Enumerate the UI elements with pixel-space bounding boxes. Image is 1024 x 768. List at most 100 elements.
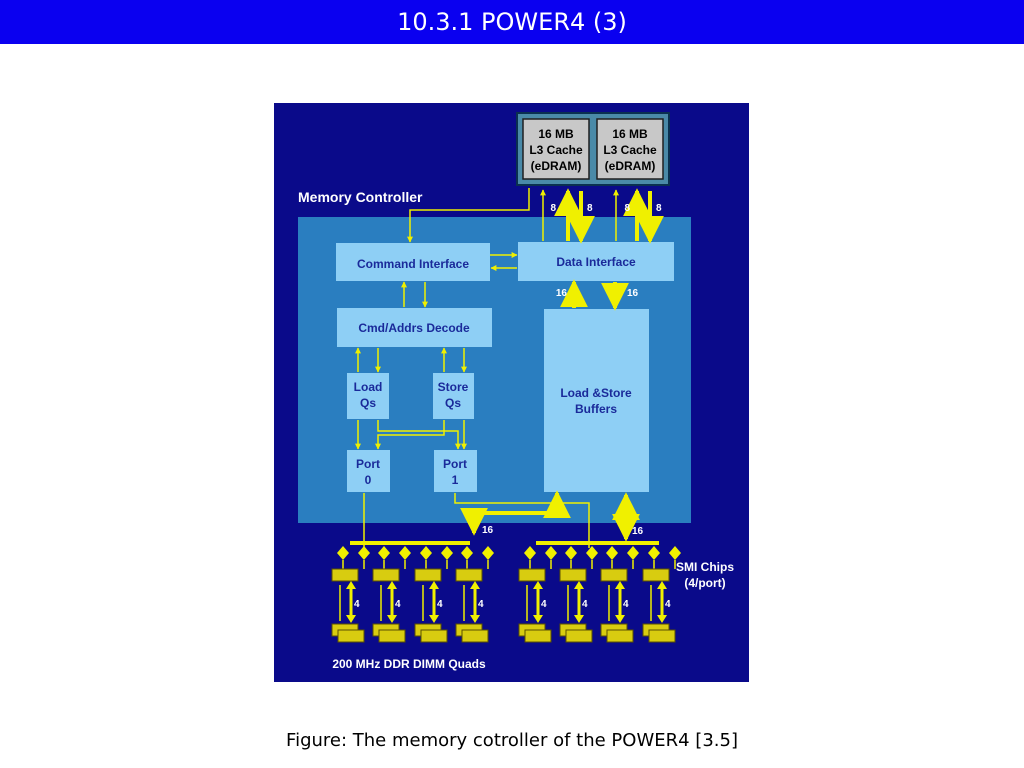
- buffers-line2: Buffers: [575, 402, 617, 416]
- l3-cache-right: [596, 118, 664, 180]
- smi-chip-1: [331, 568, 359, 582]
- bus-width-l3-right-b: 8: [656, 203, 662, 214]
- dimm-arrow-down-8: [657, 615, 667, 623]
- bus-width-dimm-1: 4: [354, 599, 360, 610]
- store-qs-block: [433, 373, 474, 419]
- dimm-module-front-3: [420, 629, 448, 643]
- figure-caption: Figure: The memory cotroller of the POWE…: [286, 730, 738, 751]
- l3-cache-right-line3: (eDRAM): [605, 159, 656, 173]
- dimm-arrow-up-5: [533, 581, 543, 589]
- port1-line1: Port: [443, 457, 467, 471]
- load-qs-line2: Qs: [360, 396, 376, 410]
- dimm-module-front-6: [565, 629, 593, 643]
- bus-width-dimm-2: 4: [395, 599, 401, 610]
- port0-line2: 0: [365, 473, 372, 487]
- bus-width-l3-left-a: 8: [550, 203, 556, 214]
- memory-controller-label: Memory Controller: [298, 189, 423, 205]
- command-interface-label: Command Interface: [357, 257, 469, 271]
- bus-width-dimm-5: 4: [541, 599, 547, 610]
- bus-width-l3-left-b: 8: [587, 203, 593, 214]
- smi-chips-line2: (4/port): [684, 576, 725, 590]
- smi-connector-left-2: [378, 546, 390, 560]
- slide-title: 10.3.1 POWER4 (3): [0, 0, 1024, 44]
- dimm-arrow-down-3: [429, 615, 439, 623]
- smi-connector-left-3: [420, 546, 432, 560]
- dimm-module-front-7: [606, 629, 634, 643]
- smi-chip-4: [455, 568, 483, 582]
- smi-connector-right-4: [482, 546, 494, 560]
- smi-connector-right-8: [669, 546, 681, 560]
- smi-connector-right-5: [545, 546, 557, 560]
- port1-block: [434, 450, 477, 492]
- dimm-arrow-up-4: [470, 581, 480, 589]
- data-interface-label: Data Interface: [556, 255, 636, 269]
- smi-connector-left-5: [524, 546, 536, 560]
- bus-width-dimm-7: 4: [623, 599, 629, 610]
- bus-width-dimm-3: 4: [437, 599, 443, 610]
- memory-controller-diagram: 16 MB L3 Cache (eDRAM) 16 MB L3 Cache (e…: [274, 103, 749, 682]
- store-qs-line2: Qs: [445, 396, 461, 410]
- smi-chip-5: [518, 568, 546, 582]
- l3-cache-left-line2: L3 Cache: [529, 143, 583, 157]
- dimm-arrow-down-7: [615, 615, 625, 623]
- dimm-arrow-down-4: [470, 615, 480, 623]
- smi-chip-6: [559, 568, 587, 582]
- dimm-module-front-5: [524, 629, 552, 643]
- load-qs-line1: Load: [354, 380, 383, 394]
- smi-chips-group: [331, 546, 681, 582]
- smi-chip-2: [372, 568, 400, 582]
- smi-chip-8: [642, 568, 670, 582]
- smi-chip-7: [600, 568, 628, 582]
- dimm-quads-group: [331, 581, 676, 643]
- bus-width-port: 16: [482, 525, 494, 536]
- buffers-line1: Load &Store: [560, 386, 632, 400]
- load-qs-block: [347, 373, 389, 419]
- command-interface-block: [336, 243, 490, 281]
- bus-width-l3-right-a: 8: [624, 203, 630, 214]
- bus-width-buffer: 16: [632, 526, 644, 537]
- smi-connector-right-2: [399, 546, 411, 560]
- smi-connector-right-3: [441, 546, 453, 560]
- dimm-arrow-down-1: [346, 615, 356, 623]
- smi-connector-left-8: [648, 546, 660, 560]
- smi-connector-left-1: [337, 546, 349, 560]
- smi-connector-left-7: [606, 546, 618, 560]
- l3-cache-left: [522, 118, 590, 180]
- dimm-module-front-8: [648, 629, 676, 643]
- cmd-addrs-decode-block: [337, 308, 492, 347]
- port1-line2: 1: [452, 473, 459, 487]
- dimm-arrow-down-5: [533, 615, 543, 623]
- cmd-addrs-decode-label: Cmd/Addrs Decode: [358, 321, 470, 335]
- bus-width-di-down: 16: [627, 288, 639, 299]
- bus-width-dimm-6: 4: [582, 599, 588, 610]
- dimm-arrow-up-2: [387, 581, 397, 589]
- data-buses: [350, 188, 664, 545]
- smi-connector-left-4: [461, 546, 473, 560]
- l3-cache-right-line1: 16 MB: [612, 127, 648, 141]
- l3-cache-left-line1: 16 MB: [538, 127, 574, 141]
- smi-chips-line1: SMI Chips: [676, 560, 734, 574]
- dimm-arrow-up-7: [615, 581, 625, 589]
- smi-chip-3: [414, 568, 442, 582]
- port0-line1: Port: [356, 457, 380, 471]
- port0-block: [347, 450, 390, 492]
- store-qs-line1: Store: [438, 380, 469, 394]
- dimm-arrow-up-1: [346, 581, 356, 589]
- dimm-arrow-up-8: [657, 581, 667, 589]
- data-interface-block: [518, 242, 674, 281]
- dimm-arrow-up-3: [429, 581, 439, 589]
- l3-cache-right-line2: L3 Cache: [603, 143, 657, 157]
- smi-connector-left-6: [565, 546, 577, 560]
- dimm-module-front-2: [378, 629, 406, 643]
- bus-width-di-up: 16: [556, 288, 568, 299]
- smi-connector-right-7: [627, 546, 639, 560]
- dimm-arrow-down-6: [574, 615, 584, 623]
- l3-cache-left-line3: (eDRAM): [531, 159, 582, 173]
- smi-connector-right-1: [358, 546, 370, 560]
- bus-width-dimm-4: 4: [478, 599, 484, 610]
- dimm-module-front-1: [337, 629, 365, 643]
- smi-connector-right-6: [586, 546, 598, 560]
- dimm-quads-label: 200 MHz DDR DIMM Quads: [332, 657, 486, 671]
- load-store-buffers-block: [544, 309, 649, 492]
- bus-width-dimm-8: 4: [665, 599, 671, 610]
